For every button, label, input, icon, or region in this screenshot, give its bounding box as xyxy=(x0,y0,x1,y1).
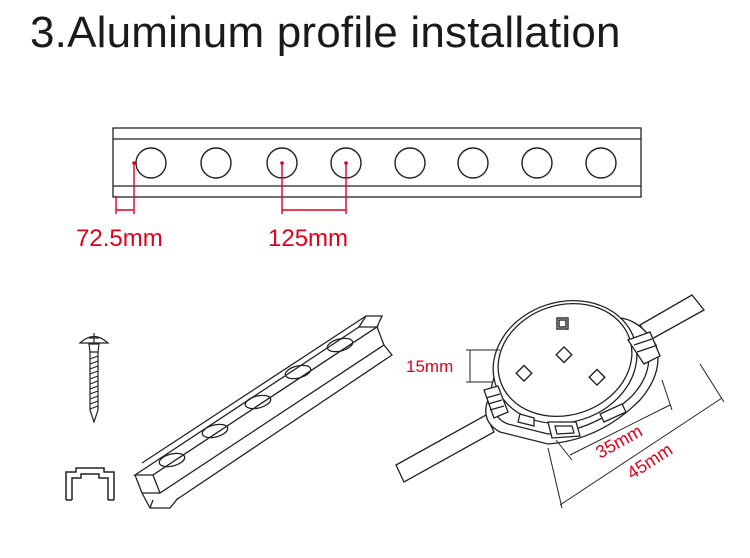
led-chip xyxy=(588,368,606,387)
led-chip xyxy=(556,317,569,330)
profile-hole xyxy=(521,147,553,179)
rail-hole xyxy=(284,364,312,380)
hole-offset-label: 72.5mm xyxy=(76,225,163,252)
profile-cross-section-icon xyxy=(65,467,115,501)
rail-hole xyxy=(326,337,354,353)
page-title: 3.Aluminum profile installation xyxy=(30,8,621,57)
profile-holes xyxy=(135,147,617,179)
hole-center-marker xyxy=(132,161,136,165)
hole-pitch-label: 125mm xyxy=(268,225,348,252)
rail-holes xyxy=(158,337,354,468)
aluminum-profile-rail xyxy=(132,315,393,509)
hole-center-marker xyxy=(344,161,348,165)
rail-hole xyxy=(201,423,229,439)
screw-icon xyxy=(78,333,110,424)
profile-hole xyxy=(585,147,617,179)
module-height-dimension xyxy=(466,349,500,383)
led-chip xyxy=(515,364,533,383)
led-chip xyxy=(555,345,573,364)
module-width-dimensions xyxy=(547,363,725,509)
rail-hole xyxy=(244,394,272,410)
profile-hole xyxy=(457,147,489,179)
hole-offset-dimension xyxy=(115,163,135,214)
hole-pitch-dimension xyxy=(281,163,347,214)
profile-hole xyxy=(135,147,167,179)
led-chips xyxy=(515,317,606,387)
profile-front-view xyxy=(112,127,642,198)
hole-center-marker xyxy=(280,161,284,165)
rail-hole xyxy=(158,452,186,468)
profile-hole xyxy=(200,147,232,179)
profile-hole xyxy=(394,147,426,179)
module-height-label: 15mm xyxy=(406,357,453,376)
